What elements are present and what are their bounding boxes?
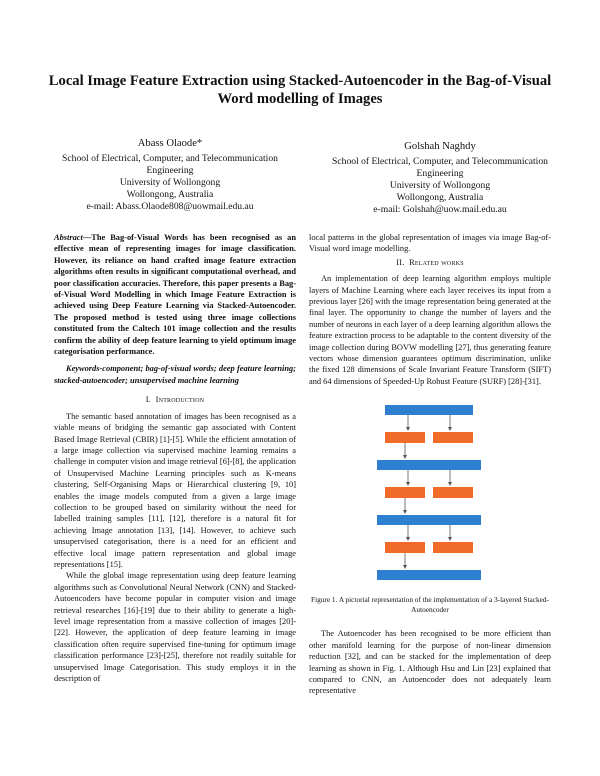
- author-affiliation: University of Wollongong: [119, 177, 221, 188]
- abstract: Abstract—The Bag-of-Visual Words has bee…: [54, 232, 296, 357]
- abstract-label: Abstract: [54, 233, 83, 242]
- author-name: Golshah Naghdy: [404, 141, 476, 152]
- encoder-box: [385, 432, 425, 444]
- keywords: Keywords-component; bag-of-visual words;…: [54, 364, 296, 385]
- layer-2-features-box: [377, 515, 481, 526]
- section-heading-related-works: II. Related works: [396, 257, 464, 267]
- author-affiliation: Engineering: [146, 165, 194, 176]
- right-column: local patterns in the global representat…: [309, 232, 551, 697]
- abstract-text: —The Bag-of-Visual Words has been recogn…: [54, 233, 296, 357]
- author-affiliation: University of Wollongong: [389, 180, 491, 191]
- decoder-box: [433, 487, 473, 499]
- author-affiliation: School of Electrical, Computer, and Tele…: [62, 153, 278, 164]
- decoder-box: [433, 542, 473, 554]
- left-column: Abstract—The Bag-of-Visual Words has bee…: [54, 232, 296, 684]
- related-paragraph: The Autoencoder has been recognised to b…: [309, 629, 551, 696]
- author-email: e-mail: Golshah@uow.mail.edu.au: [373, 204, 507, 215]
- author-affiliation: Wollongong, Australia: [126, 189, 214, 200]
- related-paragraph: An implementation of deep learning algor…: [309, 274, 551, 386]
- layer-1-features-box: [377, 460, 481, 471]
- author-affiliation: Engineering: [416, 168, 464, 179]
- stacked-autoencoder-diagram: [377, 405, 481, 581]
- decoder-box: [433, 432, 473, 444]
- author-email: e-mail: Abass.Olaode808@uowmail.edu.au: [86, 201, 254, 212]
- figure-caption: Figure 1. A pictorial representation of …: [311, 595, 549, 614]
- section-heading-introduction: I. Introduction: [145, 395, 205, 405]
- output-features-box: [377, 570, 481, 581]
- author-affiliation: Wollongong, Australia: [396, 192, 484, 203]
- author-block-1: Abass Olaode* School of Electrical, Comp…: [46, 138, 294, 213]
- author-block-2: Golshah Naghdy School of Electrical, Com…: [312, 141, 568, 216]
- encoder-box: [385, 542, 425, 554]
- encoder-box: [385, 487, 425, 499]
- intro-paragraph: While the global image representation us…: [54, 571, 296, 684]
- continued-paragraph: local patterns in the global representat…: [309, 233, 551, 254]
- author-name: Abass Olaode*: [137, 138, 203, 149]
- intro-paragraph: The semantic based annotation of images …: [54, 411, 296, 569]
- author-affiliation: School of Electrical, Computer, and Tele…: [332, 156, 548, 167]
- paper-title: Local Image Feature Extraction using Sta…: [48, 73, 552, 107]
- input-layer-box: [385, 405, 473, 416]
- figure-1: [309, 399, 551, 589]
